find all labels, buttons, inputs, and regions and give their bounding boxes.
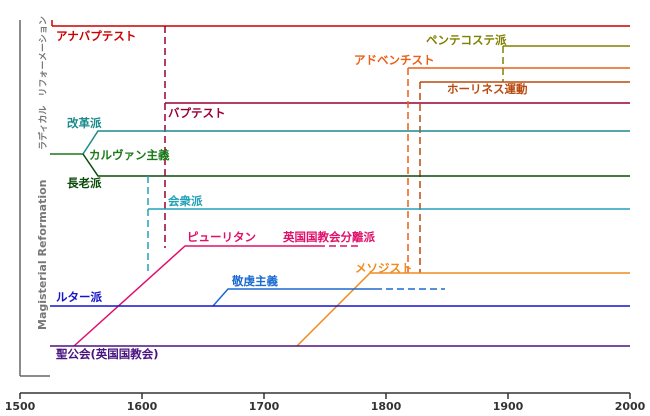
anabaptist-label: アナバプテスト <box>56 29 136 43</box>
pietism-label: 敬虔主義 <box>231 274 278 288</box>
reformed-label: 改革派 <box>67 116 102 130</box>
pietism-line <box>212 288 375 307</box>
adventist-label: アドベンチスト <box>354 53 435 67</box>
x-tick-label: 1700 <box>249 400 280 413</box>
x-tick-label: 1600 <box>127 400 158 413</box>
puritan-line <box>73 245 318 347</box>
methodist-label: メソジスト <box>355 261 413 275</box>
presbyterian-label: 長老派 <box>67 176 102 190</box>
x-tick-label: 1900 <box>493 400 524 413</box>
anglican-label: 聖公会(英国国教会) <box>56 347 159 361</box>
x-tick-label: 1500 <box>5 400 36 413</box>
calvinism-label: カルヴァン主義 <box>89 148 170 162</box>
lutheran-label: ルター派 <box>56 290 102 304</box>
magisterial-reformation-label: Magisterial Reformation <box>36 180 49 331</box>
puritan-label: ピューリタン <box>187 230 256 244</box>
x-tick-label: 2000 <box>615 400 646 413</box>
baptist-label: バプテスト <box>168 106 226 120</box>
separatist-label: 英国国教会分離派 <box>282 230 375 244</box>
holiness-label: ホーリネス運動 <box>447 82 528 96</box>
congregational-label: 会衆派 <box>167 194 203 208</box>
reformed-line <box>82 130 630 155</box>
x-tick-label: 1800 <box>371 400 402 413</box>
methodist-line <box>296 272 630 347</box>
radical-reformation-label: ラディカル リフォーメーション <box>37 16 49 150</box>
presbyterian-line <box>82 153 630 177</box>
pentecostal-label: ペンテコステ派 <box>426 33 507 47</box>
axis-frame <box>19 20 631 399</box>
